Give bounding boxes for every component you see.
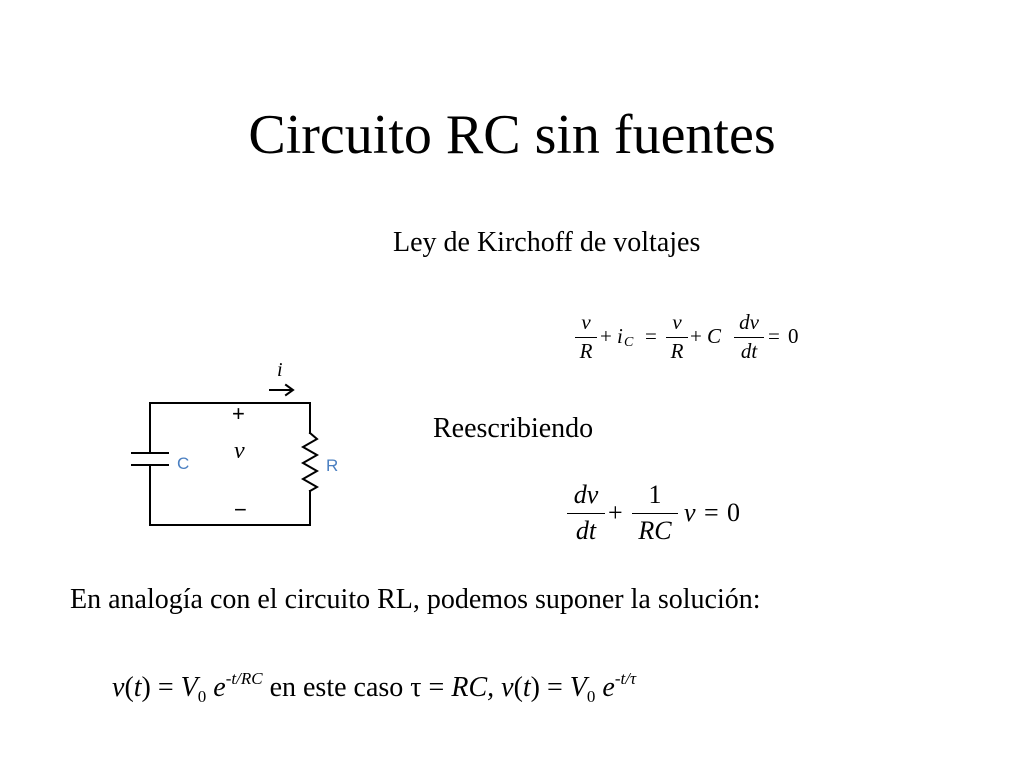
rewritten-equation: dv dt + 1 RC v = 0 — [565, 480, 765, 555]
capacitor-label: C — [177, 454, 189, 473]
eq1-plus1: + — [600, 324, 612, 348]
voltage-label: v — [234, 438, 245, 464]
circuit-bottom-wire — [149, 464, 311, 526]
current-arrow-icon — [269, 383, 295, 397]
eq2-equals: = — [704, 498, 719, 527]
eq1-equals1: = — [645, 324, 657, 348]
eq1-i-sub: C — [624, 335, 634, 350]
circuit-top-wire — [149, 402, 311, 434]
eq1-zero: 0 — [788, 324, 799, 348]
eq2-v: v — [684, 498, 696, 527]
solution-formula: v(t) = V0 e-t/RC en este caso τ = RC, v(… — [112, 669, 637, 706]
eq1-c: C — [707, 324, 722, 348]
analogy-text: En analogía con el circuito RL, podemos … — [70, 584, 761, 615]
minus-label: − — [234, 497, 247, 522]
slide-title: Circuito RC sin fuentes — [248, 104, 776, 166]
eq1-frac-v-over-r-2: v R — [666, 312, 688, 362]
current-label: i — [277, 359, 283, 381]
eq2-plus: + — [608, 498, 623, 527]
eq1-frac-v-over-r: v R — [575, 312, 597, 362]
resistor-label: R — [326, 456, 338, 475]
eq1-frac-dv-dt: dv dt — [734, 312, 764, 362]
resistor-zigzag — [300, 431, 320, 493]
rewrite-heading: Reescribiendo — [433, 413, 594, 444]
plus-label: + — [232, 401, 245, 426]
eq1-i: i — [617, 324, 623, 348]
eq2-frac-1-over-rc: 1 RC — [632, 482, 678, 544]
eq2-zero: 0 — [727, 498, 740, 527]
eq1-plus2: + — [690, 324, 702, 348]
kvl-equation: v R + i C = v R + C dv dt = 0 — [570, 306, 810, 376]
eq1-equals2: = — [768, 324, 780, 348]
kvl-heading: Ley de Kirchoff de voltajes — [393, 227, 701, 258]
eq2-frac-dv-dt: dv dt — [567, 482, 605, 544]
rc-circuit-diagram: i + v − C R — [131, 359, 338, 526]
